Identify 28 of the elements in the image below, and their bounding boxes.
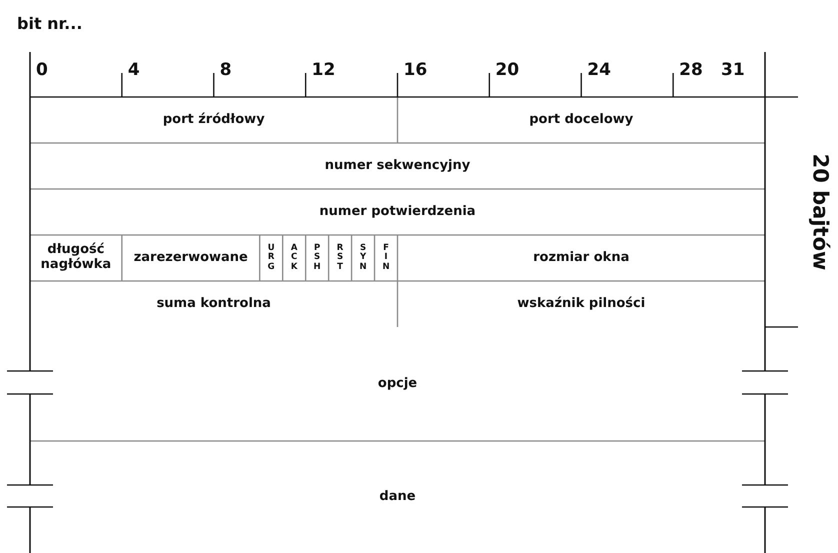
bit-number: 0 — [36, 60, 48, 80]
flag-label: R S T — [336, 244, 344, 272]
bit-number: 12 — [312, 60, 336, 80]
field-label: numer potwierdzenia — [319, 204, 476, 220]
flag-label: F I N — [382, 244, 390, 272]
bit-number: 8 — [220, 60, 232, 80]
field-label: port źródłowy — [162, 112, 265, 128]
bit-number: 28 — [679, 60, 703, 80]
field-label: dane — [379, 490, 416, 504]
bit-number: 20 — [495, 60, 520, 80]
bit-number: 24 — [587, 60, 611, 80]
flag-label: A C K — [290, 244, 298, 272]
field-label: port docelowy — [529, 112, 634, 128]
field-label: rozmiar okna — [533, 250, 630, 266]
bit-number: 16 — [404, 60, 428, 80]
field-label: długość nagłówka — [40, 243, 112, 273]
axis-title: bit nr... — [17, 14, 82, 33]
bit-number: 31 — [721, 60, 745, 80]
flag-label: U R G — [266, 244, 276, 272]
field-label: opcje — [378, 376, 418, 392]
field-label: wskaźnik pilności — [517, 296, 646, 312]
flag-label: S Y N — [358, 244, 368, 272]
field-label: suma kontrolna — [156, 296, 271, 312]
field-label: numer sekwencyjny — [324, 158, 470, 174]
flag-label: P S H — [312, 244, 322, 272]
field-label: zarezerwowane — [134, 250, 248, 266]
bit-number: 4 — [128, 60, 140, 80]
size-label: 20 bajtów — [808, 154, 832, 270]
